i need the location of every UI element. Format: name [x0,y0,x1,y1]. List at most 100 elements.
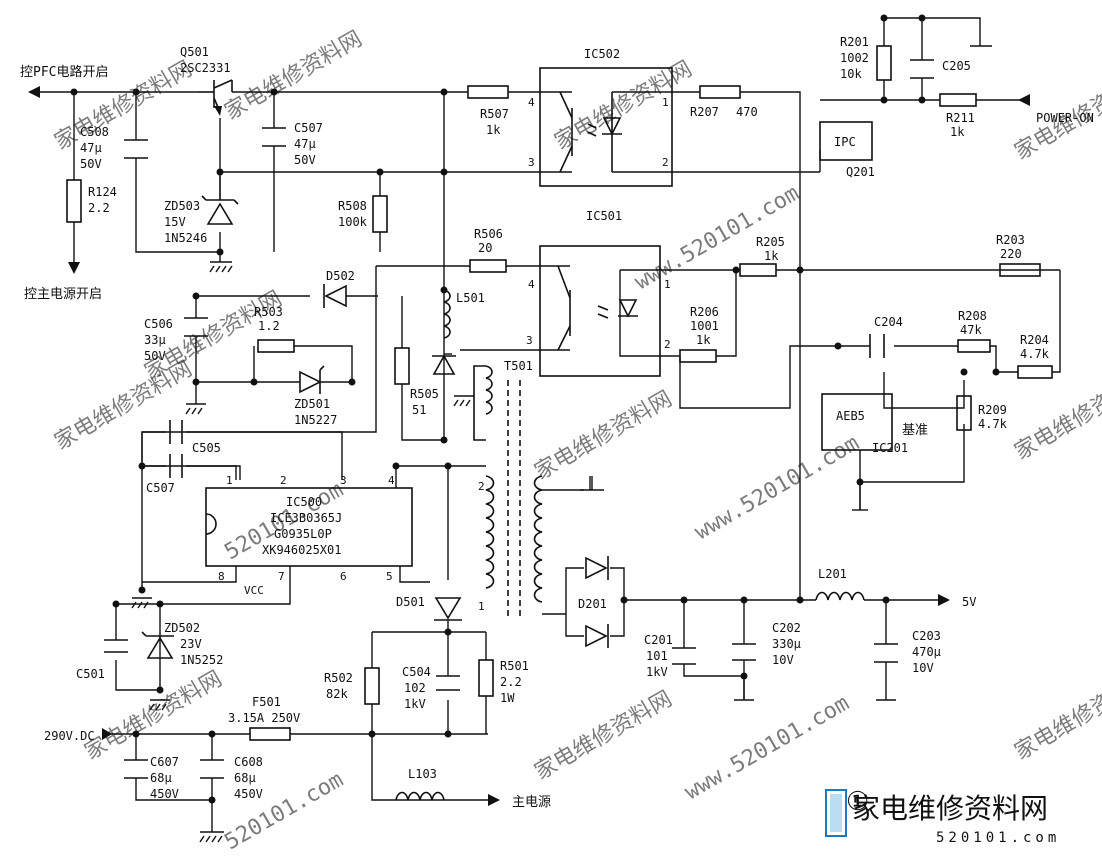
c608-ref: C608 [234,755,263,769]
c501-capacitor [104,639,128,653]
l501-zener [432,354,456,375]
r502-value: 82k [326,687,348,701]
c506-value: 33μ [144,333,166,347]
c204-capacitor [869,334,885,358]
terminals [28,86,1030,806]
logo-mark-icon [825,789,847,837]
c504-ref: C504 [402,665,431,679]
5v-output-label: 5V [962,595,976,609]
ic501-optocoupler [539,245,661,377]
main-power-label: 主电源 [512,795,551,810]
l201-inductor [815,591,865,601]
r501-ref: R501 [500,659,529,673]
r206-ref: R206 [690,305,719,319]
r205-ref: R205 [756,235,785,249]
q201-ref: Q201 [846,165,875,179]
r124-resistor [66,179,82,223]
q501-part: 2SC2331 [180,61,231,75]
r503-value: 1.2 [258,319,280,333]
main-ctrl-arrow [68,262,80,274]
c505-ref: C505 [192,441,221,455]
r208-resistor [957,339,991,353]
ic500-pin: 1 [226,474,233,487]
r124-value: 2.2 [88,201,110,215]
watermark-text: 家电维修资料网 [81,667,227,766]
zd503-part: 1N5246 [164,231,207,245]
c201-voltage: 1kV [646,665,668,679]
r207-ref: R207 [690,105,719,119]
ic500-ref: IC500 [286,495,322,509]
d501-diode [434,597,462,621]
ic501-pin: 2 [664,338,671,351]
ic502-optocoupler [539,67,673,187]
r204-ref: R204 [1020,333,1049,347]
zd503-ref: ZD503 [164,199,200,213]
watermark-text: 家电维修资料网 [531,387,677,486]
c202-ref: C202 [772,621,801,635]
r506-resistor [469,259,507,273]
zd503-zener [201,195,239,225]
l501-inductor [443,289,451,339]
r201-resistor [876,45,892,81]
r507-value: 1k [486,123,501,137]
ic201-body: AEB5 [836,409,865,423]
r203-value: 220 [1000,247,1022,261]
logo-url: 520101.com [936,830,1060,846]
r203-resistor [999,263,1041,277]
5v-output-arrow [938,594,950,606]
watermark-text: 家电维修资料网 [51,357,197,456]
r204-value: 4.7k [1020,347,1050,361]
ic502-ref: IC502 [584,47,620,61]
r506-value: 20 [478,241,492,255]
r502-resistor [364,667,380,705]
c203-ref: C203 [912,629,941,643]
ic502-pin: 2 [662,156,669,169]
c504-value: 102 [404,681,426,695]
figure-number: ① [846,787,869,817]
ic500-code2: XK946025X01 [262,543,341,557]
t501-core [507,380,521,620]
r503-ref: R503 [254,305,283,319]
r508-ref: R508 [338,199,367,213]
r507-resistor [467,85,509,99]
c202-capacitor [732,643,756,661]
c202-voltage: 10V [772,653,794,667]
ic500-pin: 7 [278,570,285,583]
r505-resistor [394,347,410,385]
c607-capacitor [124,759,148,779]
r204-resistor [1017,365,1053,379]
d201-ref: D201 [578,597,607,611]
c202-value: 330μ [772,637,801,651]
r206-value: 1001 [690,319,719,333]
dc-input-arrow [102,728,112,740]
watermark-text: 家电维修资料网 [1011,367,1102,466]
q201-body: IPC [834,135,856,149]
r207-value: 470 [736,105,758,119]
c203-value: 470μ [912,645,941,659]
junctions [70,14,1000,804]
r209-value: 4.7k [978,417,1008,431]
wires [40,17,1061,832]
r507-ref: R507 [480,107,509,121]
zd502-part: 1N5252 [180,653,223,667]
c508-voltage: 50V [80,157,102,171]
ic500-pin: 3 [340,474,347,487]
zd502-voltage: 23V [180,637,202,651]
r205-resistor [739,263,777,277]
ic502-pin: 3 [528,156,535,169]
zd502-ref: ZD502 [164,621,200,635]
r207-resistor [699,85,741,99]
ic501-pin: 4 [528,278,535,291]
c508-ref: C508 [80,125,109,139]
c507b-capacitor [169,454,183,478]
l103-ref: L103 [408,767,437,781]
r205-value: 1k [764,249,779,263]
zd501-part: 1N5227 [294,413,337,427]
r508-value: 100k [338,215,368,229]
watermark-text: 家电维修资料网 [531,687,677,786]
r211-ref: R211 [946,111,975,125]
f501-fuse [249,727,291,741]
c203-voltage: 10V [912,661,934,675]
r211-value: 1k [950,125,965,139]
ic500-pin: 6 [340,570,347,583]
